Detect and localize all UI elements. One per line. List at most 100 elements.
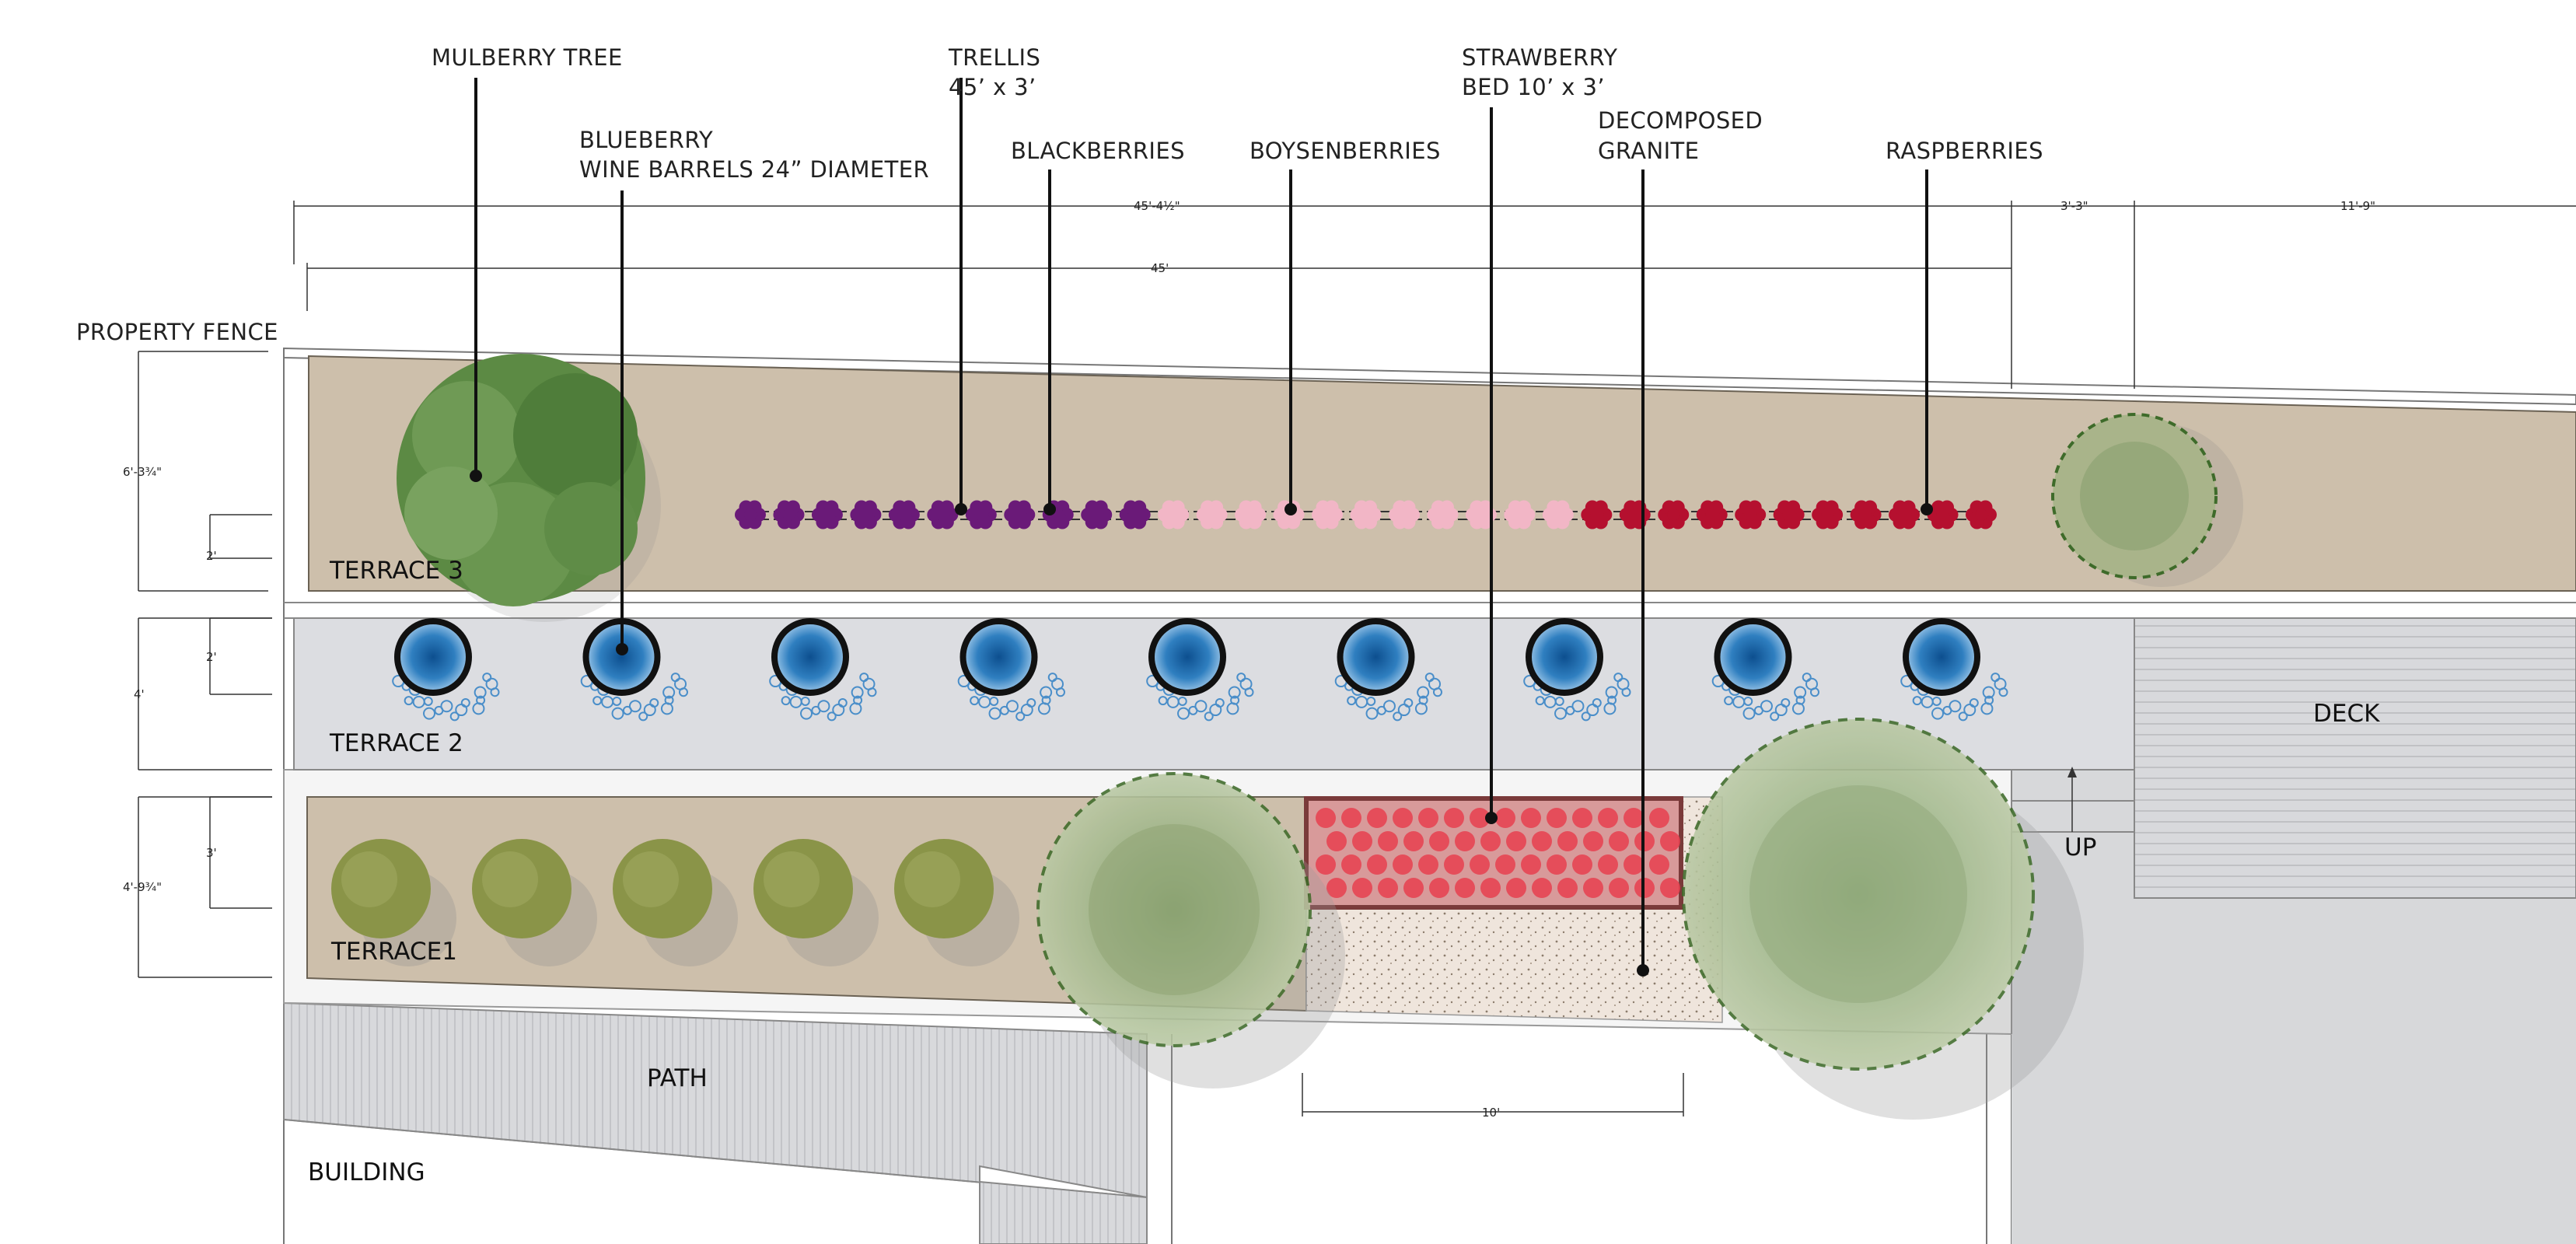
raspberry-plant — [1581, 500, 1613, 529]
blackberry-plant — [811, 500, 843, 529]
blackberry-plant — [735, 500, 766, 529]
strawberry-plant — [1393, 808, 1413, 828]
blackberry-plant — [888, 500, 920, 529]
strawberry-plant — [1532, 831, 1552, 851]
label-strawberry: STRAWBERRY — [1462, 44, 1617, 71]
boysenberry-plant — [1504, 500, 1536, 529]
dim-right-segment-2: 11'-9" — [2340, 199, 2375, 213]
terrace1-shrubs — [331, 839, 1019, 966]
strawberry-plant — [1532, 878, 1552, 898]
dim-trellis-depth: 2' — [206, 549, 217, 563]
strawberry-plant — [1326, 878, 1347, 898]
dim-terrace1-height: 4'-9¾" — [123, 880, 162, 894]
strawberry-plant — [1367, 808, 1387, 828]
label-blueberry: BLUEBERRY — [579, 127, 713, 153]
raspberry-plant — [1850, 500, 1882, 529]
label-terrace3: TERRACE 3 — [329, 557, 463, 585]
strawberry-plant — [1418, 808, 1438, 828]
strawberry-plant — [1316, 808, 1336, 828]
label-blackberries: BLACKBERRIES — [1011, 138, 1185, 164]
strawberry-plant — [1316, 854, 1336, 875]
blueberry-barrels — [392, 618, 2008, 722]
strawberry-plant — [1660, 831, 1680, 851]
strawberry-plant — [1367, 854, 1387, 875]
label-terrace1: TERRACE1 — [330, 938, 457, 966]
raspberry-plant — [1619, 500, 1651, 529]
strawberry-plant — [1341, 808, 1361, 828]
strawberry-plant — [1429, 831, 1449, 851]
blueberry-barrel — [1523, 618, 1631, 722]
label-deck: DECK — [2313, 700, 2380, 728]
strawberry-plant — [1649, 854, 1669, 875]
blueberry-barrel — [392, 618, 500, 722]
strawberry-plant — [1470, 808, 1490, 828]
strawberry-plant — [1598, 808, 1618, 828]
strawberry-plant — [1455, 831, 1475, 851]
strawberry-plant — [1609, 831, 1629, 851]
strawberry-plant — [1378, 831, 1398, 851]
strawberry-plant — [1470, 854, 1490, 875]
terrace1-shrub — [472, 839, 597, 966]
strawberry-plant — [1572, 808, 1592, 828]
label-terrace2: TERRACE 2 — [329, 729, 463, 757]
mulberry-tree — [397, 354, 661, 622]
raspberry-plant — [1735, 500, 1767, 529]
dim-right-segment-1: 3'-3" — [2060, 199, 2088, 213]
label-raspberries: RASPBERRIES — [1886, 138, 2043, 164]
strawberry-plant — [1326, 831, 1347, 851]
blackberry-plant — [773, 500, 805, 529]
terrace1-shrub — [331, 839, 456, 966]
label-decomposed: DECOMPOSED — [1598, 107, 1763, 134]
terrace1-shrub — [753, 839, 879, 966]
label-wine-barrels: WINE BARRELS 24” DIAMETER — [579, 156, 929, 183]
boysenberry-plant — [1542, 500, 1574, 529]
raspberry-plant — [1773, 500, 1805, 529]
strawberry-plant — [1572, 854, 1592, 875]
property-fence — [283, 347, 2576, 406]
blackberry-plant — [927, 500, 959, 529]
dim-overall-top: 45'-4½" — [1134, 199, 1180, 213]
deck-area — [2011, 617, 2576, 1244]
raspberry-plant — [1658, 500, 1690, 529]
raspberry-plant — [1966, 500, 1997, 529]
strawberry-plant — [1660, 878, 1680, 898]
terrace1-shrub — [613, 839, 738, 966]
blackberry-plant — [1119, 500, 1151, 529]
dim-trellis-length: 45' — [1151, 261, 1169, 275]
blueberry-barrel — [769, 618, 877, 722]
strawberry-plant — [1624, 854, 1644, 875]
label-strawberry-bed-size: BED 10’ x 3’ — [1462, 74, 1605, 100]
strawberry-plant — [1393, 854, 1413, 875]
label-mulberry-tree: MULBERRY TREE — [432, 44, 623, 71]
label-building: BUILDING — [308, 1158, 425, 1186]
dim-barrel-depth: 2' — [206, 650, 217, 664]
label-up: UP — [2064, 833, 2096, 861]
strawberry-plant — [1557, 831, 1578, 851]
boysenberry-plant — [1158, 500, 1190, 529]
blackberry-plant — [1004, 500, 1036, 529]
leader-dots — [470, 470, 1933, 977]
strawberry-plant — [1521, 854, 1541, 875]
strawberry-plant — [1649, 808, 1669, 828]
raspberry-plant — [1696, 500, 1728, 529]
strawberry-plant — [1418, 854, 1438, 875]
strawberry-plant — [1444, 808, 1464, 828]
dim-terrace3-height: 6'-3¾" — [123, 465, 162, 479]
blueberry-barrel — [1146, 618, 1254, 722]
raspberry-plant — [1889, 500, 1921, 529]
boysenberry-plant — [1465, 500, 1497, 529]
strawberry-plant — [1624, 808, 1644, 828]
boysenberry-plant — [1196, 500, 1228, 529]
strawberry-plant — [1583, 878, 1603, 898]
strawberry-plant — [1403, 878, 1424, 898]
label-boysenberries: BOYSENBERRIES — [1250, 138, 1441, 164]
strawberry-plant — [1429, 878, 1449, 898]
blackberry-plant — [850, 500, 882, 529]
label-trellis-size: 45’ x 3’ — [949, 74, 1036, 100]
label-path: PATH — [647, 1064, 708, 1092]
strawberry-plant — [1352, 878, 1372, 898]
strawberry-plant — [1455, 878, 1475, 898]
blackberry-plant — [965, 500, 997, 529]
strawberry-plant — [1352, 831, 1372, 851]
